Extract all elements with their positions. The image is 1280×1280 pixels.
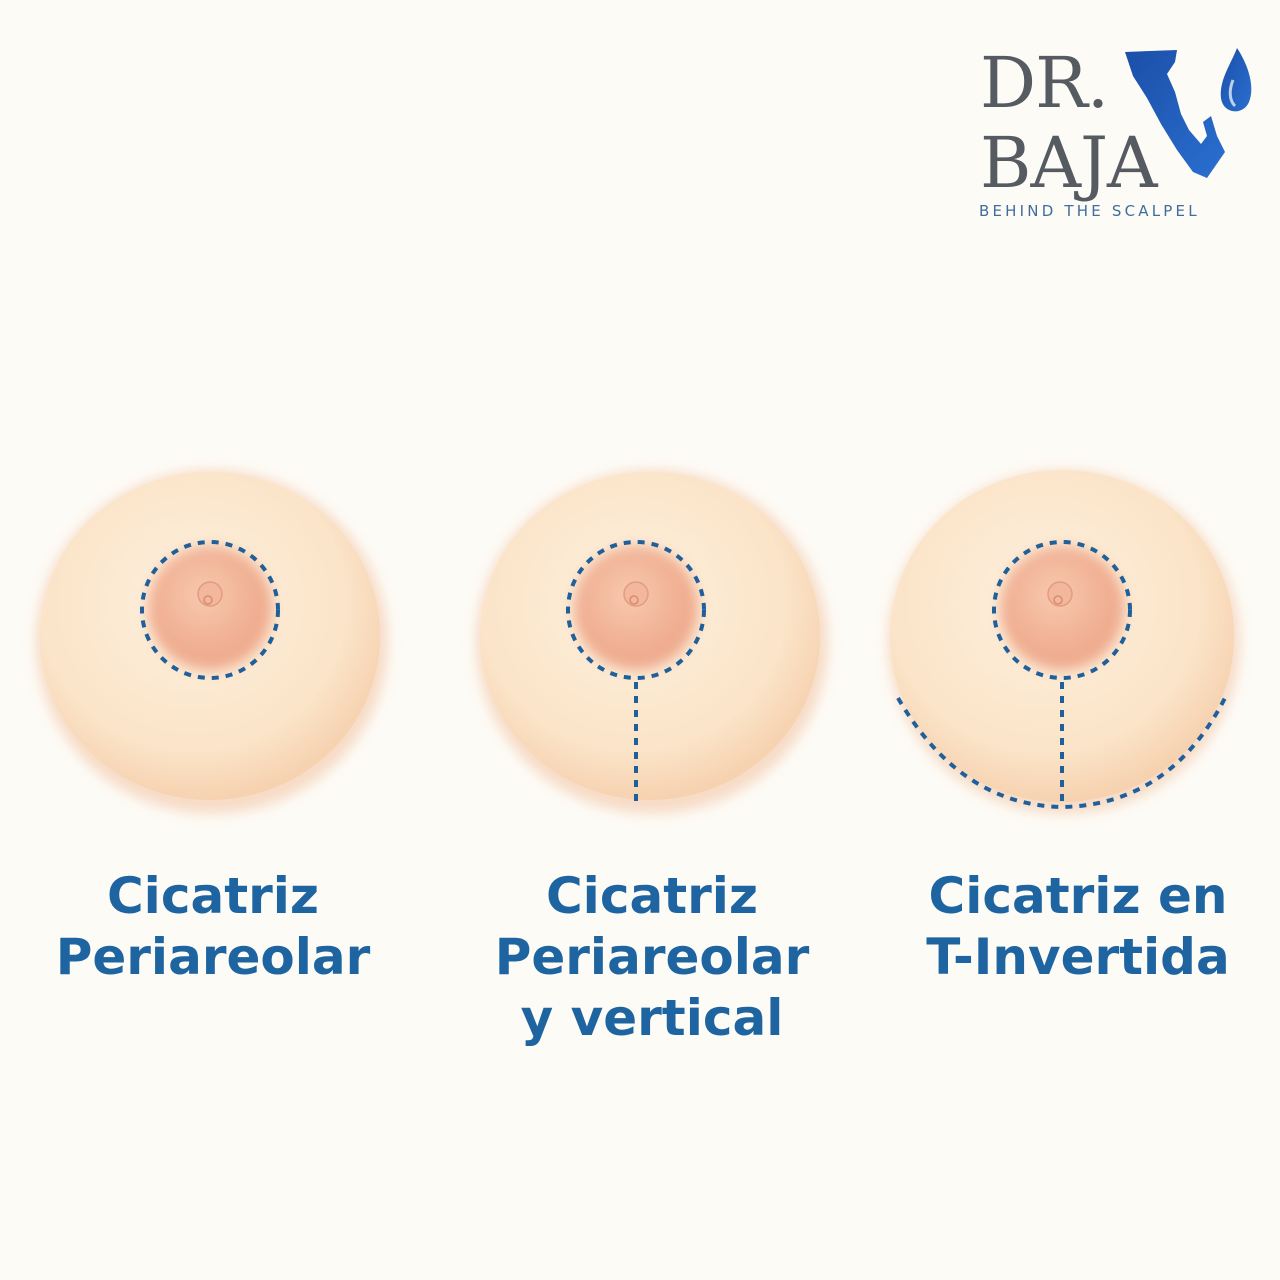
breast-illustration: [36, 470, 388, 814]
periareolar-dashed-line: [140, 540, 280, 680]
caption-line: T-Invertida: [926, 928, 1230, 986]
caption-line: Cicatriz: [545, 867, 758, 925]
periareolar-vertical-scar-diagram: [472, 460, 832, 830]
caption-periareolar-vertical: Cicatriz Periareolar y vertical: [442, 866, 862, 1049]
breast-illustration: [476, 470, 828, 814]
logo-tagline: BEHIND THE SCALPEL: [979, 202, 1200, 220]
caption-inverted-t: Cicatriz en T-Invertida: [868, 866, 1280, 988]
periareolar-dashed-line: [566, 540, 706, 680]
periareolar-scar-diagram: [30, 460, 390, 830]
periareolar-dashed-line: [992, 540, 1132, 680]
dr-baja-logo: DR. BAJA BEHIND THE SCALPEL: [975, 40, 1260, 230]
inframammary-dashed-line: [896, 696, 1227, 810]
baja-peninsula-logo-icon: [1125, 48, 1252, 178]
caption-line: y vertical: [520, 989, 784, 1047]
breast-illustration: [888, 470, 1240, 814]
caption-line: Cicatriz: [106, 867, 319, 925]
logo-text-baja: BAJA: [980, 122, 1158, 204]
caption-periareolar: Cicatriz Periareolar: [3, 866, 423, 988]
caption-line: Cicatriz en: [928, 867, 1228, 925]
caption-line: Periareolar: [494, 928, 810, 986]
caption-line: Periareolar: [55, 928, 371, 986]
logo-text-dr: DR.: [980, 42, 1109, 124]
inverted-t-scar-diagram: [880, 460, 1240, 830]
